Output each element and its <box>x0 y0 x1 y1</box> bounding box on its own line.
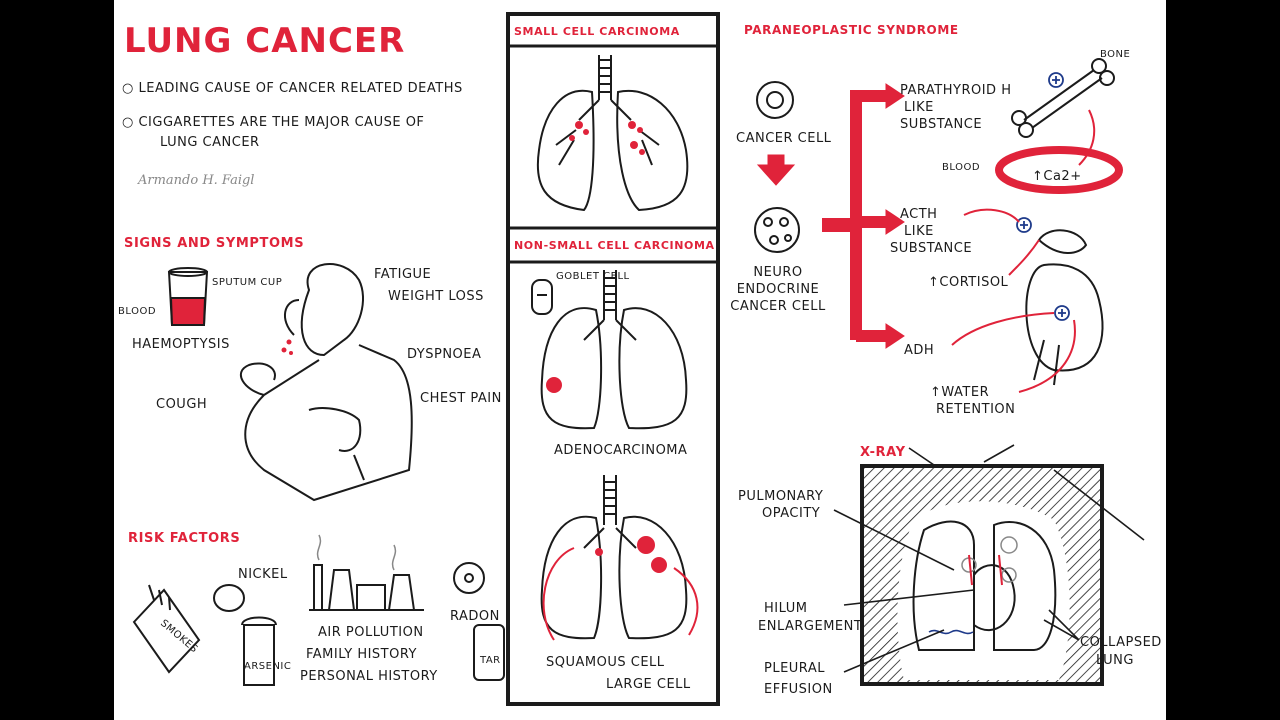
neuroendocrine-label-1: NEURO <box>753 265 803 280</box>
personal-history-label: PERSONAL HISTORY <box>300 669 438 684</box>
family-history-label: FAMILY HISTORY <box>306 647 417 662</box>
coughing-person <box>240 263 413 502</box>
adh-label: ADH <box>904 343 935 358</box>
pth-label-3: SUBSTANCE <box>900 117 983 132</box>
sputum-cup-label: SPUTUM CUP <box>212 277 283 288</box>
paraneoplastic-arrows <box>756 83 905 349</box>
risk-objects <box>132 562 505 686</box>
page-title: LUNG CANCER <box>124 21 406 61</box>
signs-heading: SIGNS AND SYMPTOMS <box>124 236 305 251</box>
air-pollution-label: AIR POLLUTION <box>318 625 424 640</box>
bone-and-vessel <box>995 58 1123 194</box>
pth-label-2: LIKE <box>904 100 934 115</box>
intro-bullet-2-text: CIGGARETTES ARE THE MAJOR CAUSE OF <box>138 115 425 130</box>
pulmonary-label-2: OPACITY <box>762 506 821 521</box>
intro-bullet-2: ○ CIGGARETTES ARE THE MAJOR CAUSE OF <box>122 115 425 130</box>
paraneoplastic-thin-arrows <box>951 109 1096 393</box>
cough-label: COUGH <box>156 397 208 412</box>
tar-label: TAR <box>480 655 501 666</box>
sclc-lungs <box>536 55 689 212</box>
pleural-label-2: EFFUSION <box>764 682 833 697</box>
hilum-label-2: ENLARGEMENT <box>758 619 863 634</box>
cancer-cell-label: CANCER CELL <box>736 131 832 146</box>
adenocarcinoma-label: ADENOCARCINOMA <box>554 443 688 458</box>
calcium-label: ↑Ca2+ <box>1032 169 1082 184</box>
pleural-label-1: PLEURAL <box>764 661 825 676</box>
sputum-cup <box>167 267 209 326</box>
smoke-stacks <box>316 534 397 571</box>
plus-signs <box>1016 72 1070 321</box>
paraneoplastic-heading: PARANEOPLASTIC SYNDROME <box>744 23 959 37</box>
author-signature: Armando H. Faigl <box>138 173 255 188</box>
sclc-tumors <box>569 121 645 155</box>
pth-label-1: PARATHYROID H <box>900 83 1012 98</box>
large-cell-label: LARGE CELL <box>606 677 691 692</box>
whiteboard-sheet: LUNG CANCER ○ LEADING CAUSE OF CANCER RE… <box>114 0 1166 720</box>
intro-bullet-1: ○ LEADING CAUSE OF CANCER RELATED DEATHS <box>122 81 463 96</box>
neuroendocrine-label-3: CANCER CELL <box>730 299 826 314</box>
collapsed-label-1: COLLAPSED <box>1080 635 1162 650</box>
acth-label-3: SUBSTANCE <box>890 241 973 256</box>
goblet-cell-label: GOBLET CELL <box>556 271 630 282</box>
blood-vessel-label: BLOOD <box>942 162 981 173</box>
diagram-drawings <box>132 12 1145 706</box>
hilum-label-1: HILUM <box>764 601 808 616</box>
intro-bullet-1-text: LEADING CAUSE OF CANCER RELATED DEATHS <box>138 81 463 96</box>
nsclc-heading: NON-SMALL CELL CARCINOMA <box>514 239 715 252</box>
acth-label-2: LIKE <box>904 224 934 239</box>
nsclc-lungs-top <box>531 270 688 430</box>
arsenic-label: ARSENIC <box>244 661 292 672</box>
radon-label: RADON <box>450 609 500 624</box>
fatigue-label: FATIGUE <box>374 267 432 282</box>
intro-bullet-2-continued: LUNG CANCER <box>160 135 260 150</box>
water-label-1: ↑WATER <box>930 385 990 400</box>
center-panel-frame <box>506 12 720 706</box>
adrenal-kidney <box>1025 229 1104 386</box>
haemoptysis-label: HAEMOPTYSIS <box>132 337 230 352</box>
cancer-cells <box>754 81 800 253</box>
squamous-cell-label: SQUAMOUS CELL <box>546 655 665 670</box>
blood-label: BLOOD <box>118 306 157 317</box>
dyspnoea-label: DYSPNOEA <box>407 347 482 362</box>
adenocarcinoma-tumor <box>546 377 562 393</box>
pulmonary-label-1: PULMONARY <box>738 489 824 504</box>
weight-loss-label: WEIGHT LOSS <box>388 289 484 304</box>
xray-leader-lines <box>833 444 1145 673</box>
acth-label-1: ACTH <box>900 207 938 222</box>
nickel-label: NICKEL <box>238 567 288 582</box>
collapsed-label-2: LUNG <box>1096 653 1134 668</box>
bone-label: BONE <box>1100 49 1131 60</box>
nsclc-lungs-bottom <box>540 475 688 640</box>
sclc-heading: SMALL CELL CARCINOMA <box>514 25 680 38</box>
risk-heading: RISK FACTORS <box>128 531 241 546</box>
water-label-2: RETENTION <box>936 402 1016 417</box>
xray-heading: X-RAY <box>860 445 906 460</box>
cough-droplets <box>281 339 293 355</box>
plus-marks <box>1020 76 1066 317</box>
chest-pain-label: CHEST PAIN <box>420 391 502 406</box>
xray-film <box>860 464 1104 686</box>
nsclc-bottom-marks <box>542 536 699 641</box>
cortisol-label: ↑CORTISOL <box>928 275 1009 290</box>
neuroendocrine-label-2: ENDOCRINE <box>736 282 820 297</box>
